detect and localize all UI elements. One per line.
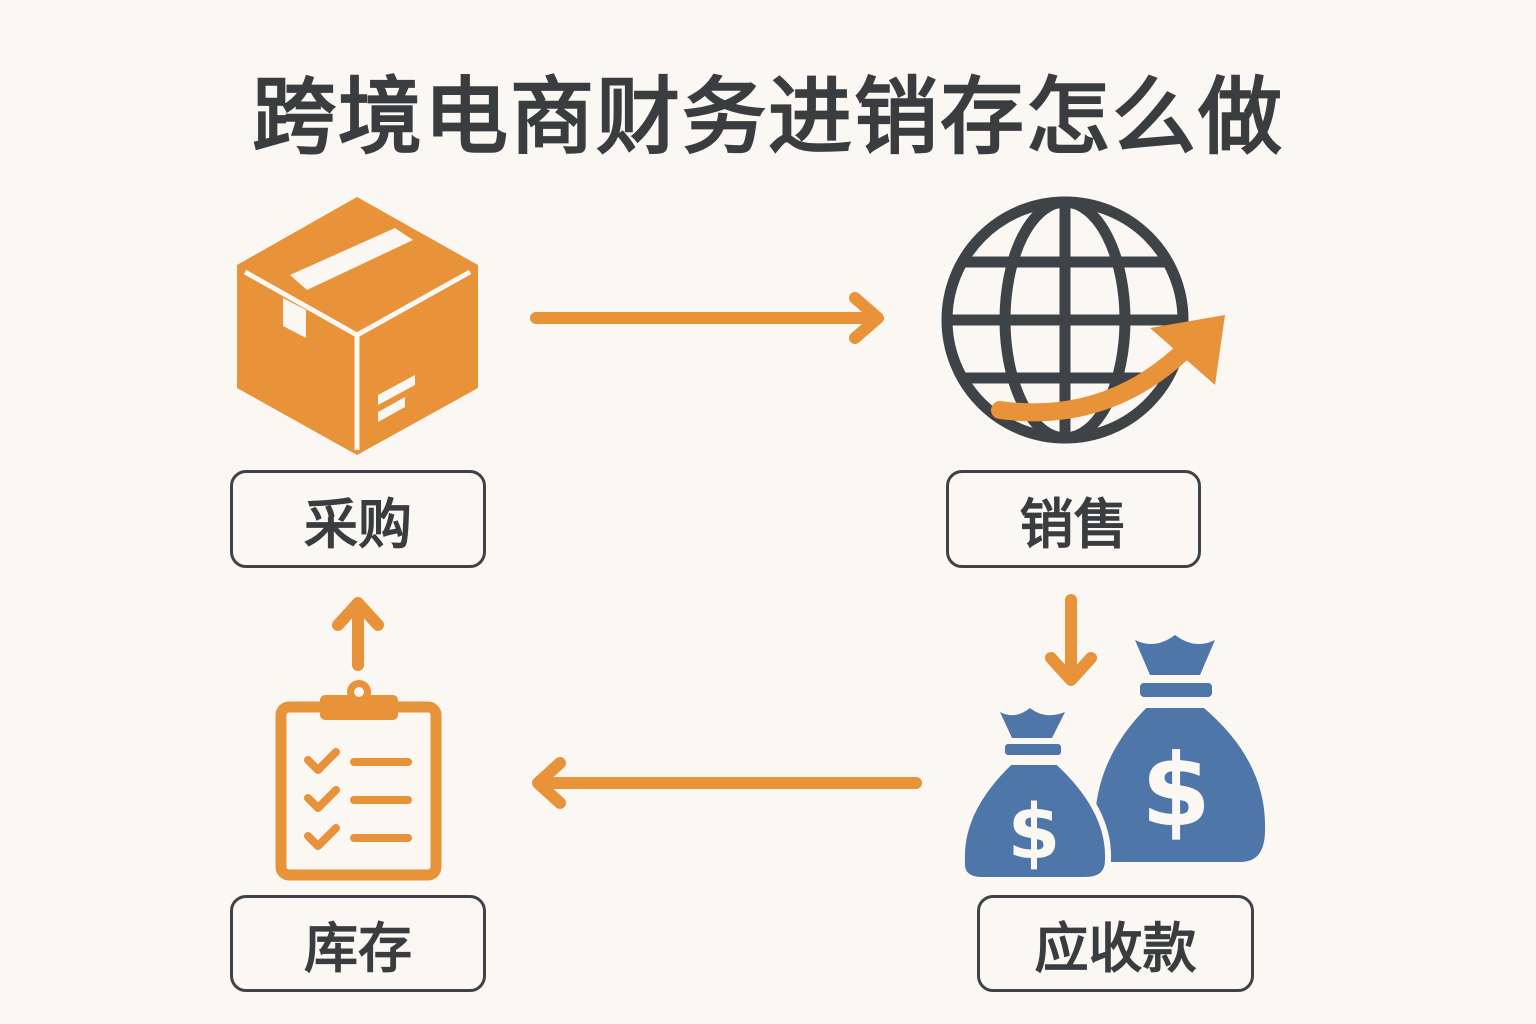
arrow-inventory-to-purchase	[332, 597, 384, 671]
sales-label: 销售	[946, 470, 1201, 568]
clipboard-icon	[275, 680, 442, 881]
growth-arrow-icon	[991, 315, 1225, 422]
arrow-sales-to-receivables	[1045, 594, 1097, 686]
arrow-receivables-to-inventory	[532, 757, 922, 809]
money-bags-icon: $ $	[958, 635, 1272, 883]
globe-icon	[941, 196, 1189, 444]
arrow-purchase-to-sales	[530, 292, 884, 344]
svg-text:$: $	[1008, 787, 1061, 876]
inventory-label: 库存	[230, 895, 486, 992]
receivables-label: 应收款	[977, 895, 1254, 992]
box-icon	[237, 197, 478, 455]
page-title: 跨境电商财务进销存怎么做	[251, 68, 1284, 166]
purchase-label: 采购	[230, 470, 486, 568]
svg-text:$: $	[1141, 732, 1211, 849]
